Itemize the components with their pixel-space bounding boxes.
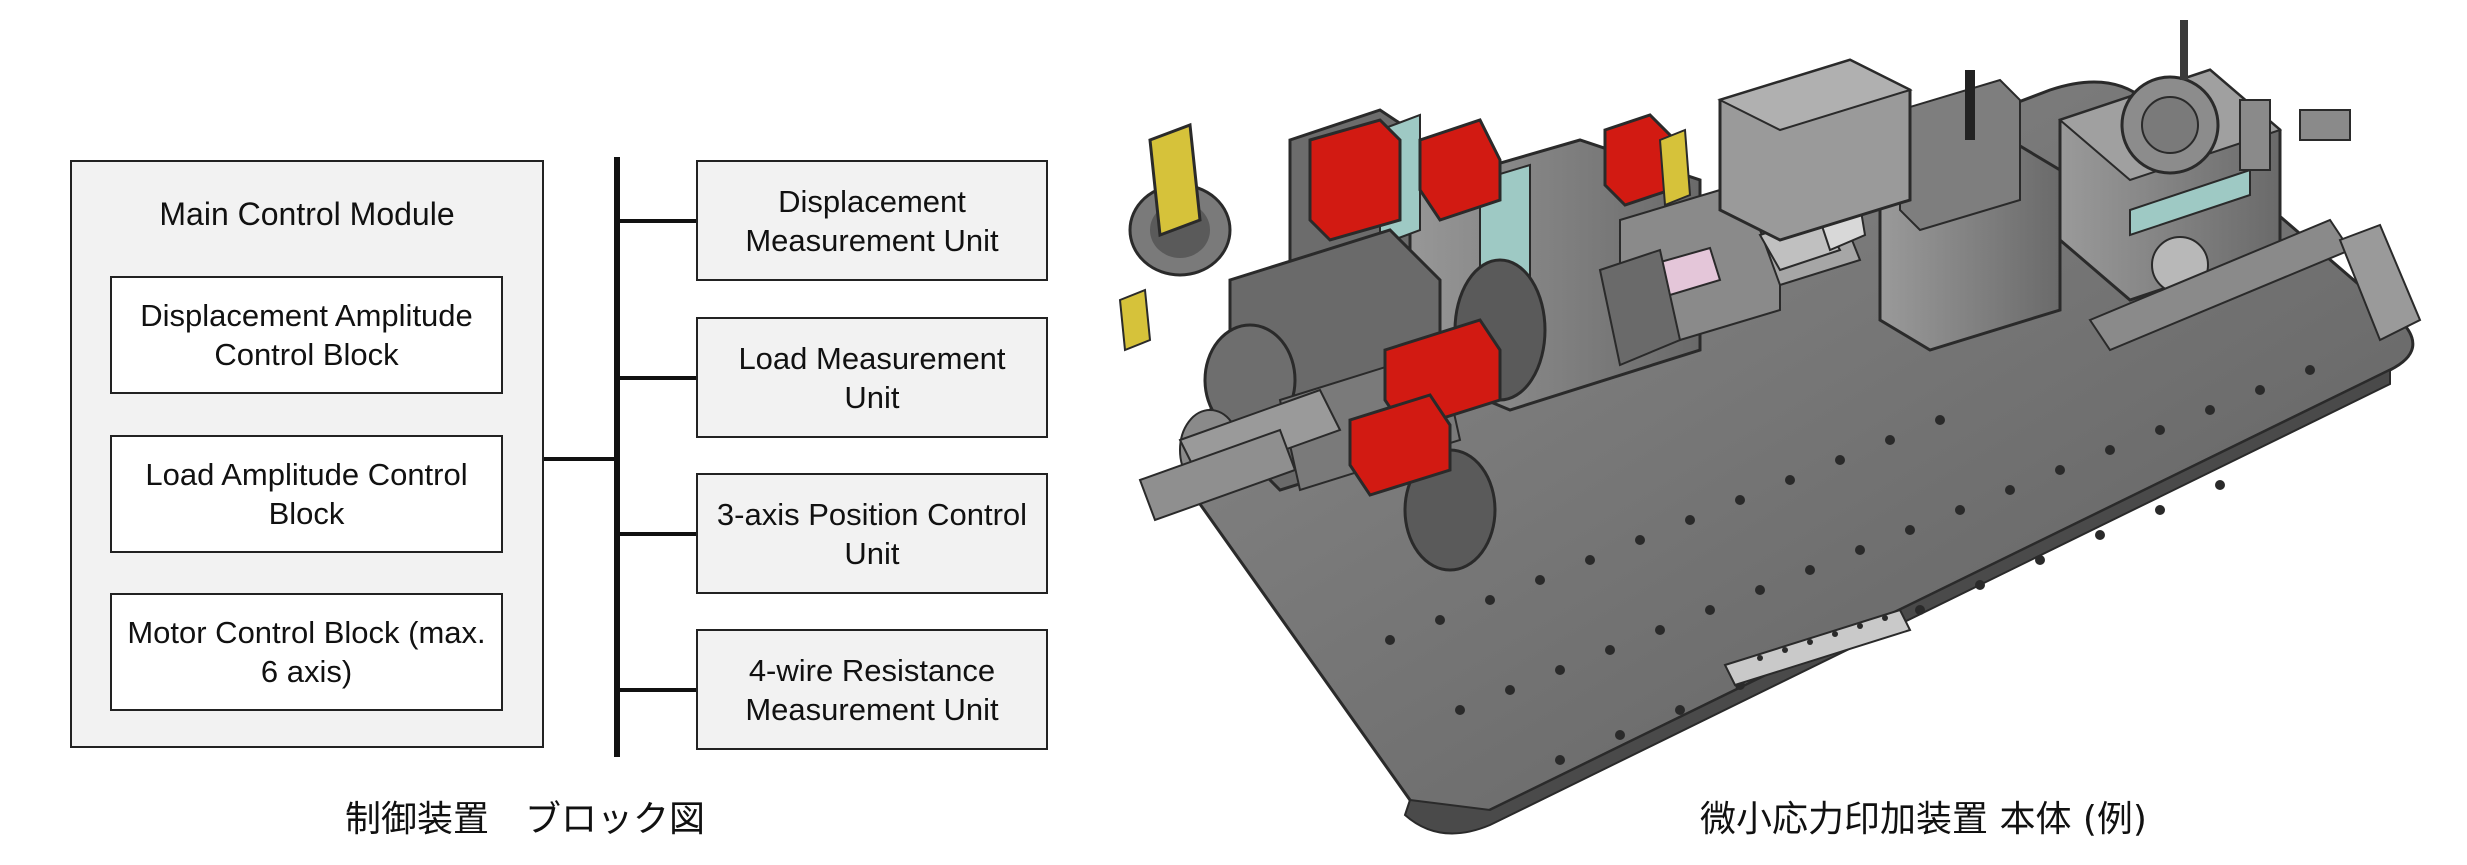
guide-rail: [2088, 218, 2422, 352]
main-control-module-title: Main Control Module: [159, 196, 455, 232]
unit-label: Displacement Measurement Unit: [745, 183, 999, 258]
displacement-amplitude-control-block: Displacement Amplitude Control Block: [110, 276, 503, 394]
device-caption: 微小応力印加装置 本体 (例): [1700, 799, 2147, 840]
unit-label: 4-wire Resistance Measurement Unit: [745, 652, 999, 727]
front-actuator: [1128, 183, 1682, 572]
bus-branch-4: [618, 688, 698, 692]
yellow-accents: [1118, 128, 1692, 352]
displacement-measurement-unit: Displacement Measurement Unit: [696, 160, 1048, 281]
gauge-block: [1723, 608, 1912, 687]
mounting-holes: [1385, 365, 2315, 765]
position-control-unit: 3-axis Position Control Unit: [696, 473, 1048, 594]
bus-branch-3: [618, 532, 698, 536]
block-label: Load Amplitude Control Block: [145, 457, 468, 531]
motor-control-block: Motor Control Block (max. 6 axis): [110, 593, 503, 711]
red-motors: [1148, 113, 1672, 497]
block-label: Displacement Amplitude Control Block: [140, 298, 473, 372]
bus-line: [614, 157, 620, 757]
block-diagram-caption: 制御装置 ブロック図: [345, 799, 706, 840]
load-measurement-unit: Load Measurement Unit: [696, 317, 1048, 438]
resistance-measurement-unit: 4-wire Resistance Measurement Unit: [696, 629, 1048, 750]
unit-label: 3-axis Position Control Unit: [716, 496, 1028, 571]
unit-label: Load Measurement Unit: [738, 340, 1006, 415]
device-illustration: [1118, 20, 2422, 835]
rear-motor-box: [1717, 58, 1913, 242]
xy-stage: [1878, 20, 2351, 352]
load-amplitude-control-block: Load Amplitude Control Block: [110, 435, 503, 553]
bus-branch-2: [618, 376, 698, 380]
module-to-bus-connector: [544, 457, 618, 461]
bus-branch-1: [618, 219, 698, 223]
block-label: Motor Control Block (max. 6 axis): [127, 615, 486, 689]
